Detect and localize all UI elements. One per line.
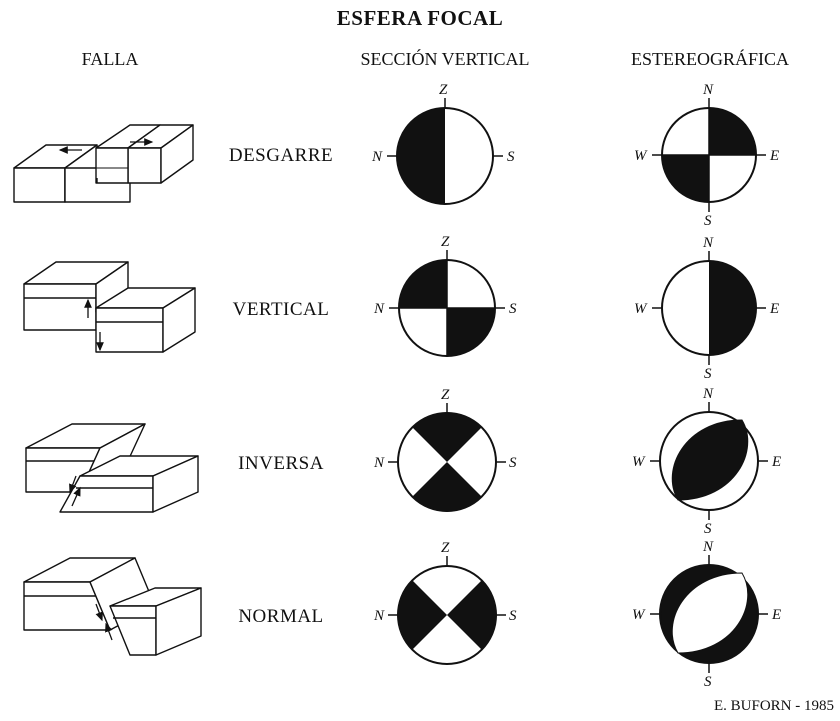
- axis-label-right: E: [769, 148, 779, 164]
- column-header-seccion-vertical: SECCIÓN VERTICAL: [360, 49, 530, 69]
- section-sphere-vertical: Z N S: [373, 234, 517, 357]
- row-label-inversa: INVERSA: [238, 453, 324, 474]
- fault-block-desgarre: [13, 124, 194, 203]
- axis-label-right: E: [771, 607, 781, 623]
- axis-label-right: S: [509, 608, 517, 624]
- axis-label-bottom: S: [704, 521, 712, 537]
- axis-label-top: Z: [439, 82, 448, 98]
- column-header-estereografica: ESTEREOGRÁFICA: [630, 49, 789, 69]
- figure-title: ESFERA FOCAL: [336, 6, 504, 30]
- axis-label-left: N: [371, 149, 383, 165]
- axis-label-left: W: [634, 148, 648, 164]
- axis-label-top: N: [702, 235, 714, 251]
- axis-label-top: N: [702, 386, 714, 402]
- axis-label-bottom: S: [704, 366, 712, 382]
- section-sphere-normal: Z N S: [373, 540, 517, 665]
- axis-label-left: N: [373, 608, 385, 624]
- axis-label-left: W: [632, 454, 646, 470]
- axis-label-top: N: [702, 539, 714, 555]
- row-label-desgarre: DESGARRE: [228, 145, 334, 166]
- axis-label-left: W: [634, 301, 648, 317]
- axis-label-left: N: [373, 455, 385, 471]
- author-credit: E. BUFORN - 1985: [713, 698, 834, 714]
- section-sphere-inversa: Z N S: [373, 387, 517, 512]
- fault-block-normal: [23, 557, 202, 656]
- axis-label-top: N: [702, 82, 714, 98]
- axis-label-left: W: [632, 607, 646, 623]
- axis-label-right: S: [507, 149, 515, 165]
- axis-label-right: E: [771, 454, 781, 470]
- axis-label-right: S: [509, 455, 517, 471]
- axis-label-bottom: S: [704, 674, 712, 690]
- axis-label-bottom: S: [704, 213, 712, 229]
- axis-label-right: S: [509, 301, 517, 317]
- stereo-sphere-normal: N S W E: [632, 539, 781, 690]
- column-header-falla: FALLA: [81, 49, 139, 69]
- axis-label-left: N: [373, 301, 385, 317]
- fault-block-inversa: [25, 423, 199, 513]
- fault-block-vertical: [23, 261, 196, 353]
- stereo-sphere-desgarre: N S W E: [634, 82, 779, 229]
- row-label-normal: NORMAL: [238, 606, 324, 627]
- stereo-sphere-inversa: N S W E: [632, 386, 781, 537]
- axis-label-top: Z: [441, 234, 450, 250]
- axis-label-top: Z: [441, 540, 450, 556]
- row-label-vertical: VERTICAL: [232, 299, 330, 320]
- axis-label-right: E: [769, 301, 779, 317]
- section-sphere-desgarre: Z N S: [371, 82, 515, 205]
- axis-label-top: Z: [441, 387, 450, 403]
- stereo-sphere-vertical: N S W E: [634, 235, 779, 382]
